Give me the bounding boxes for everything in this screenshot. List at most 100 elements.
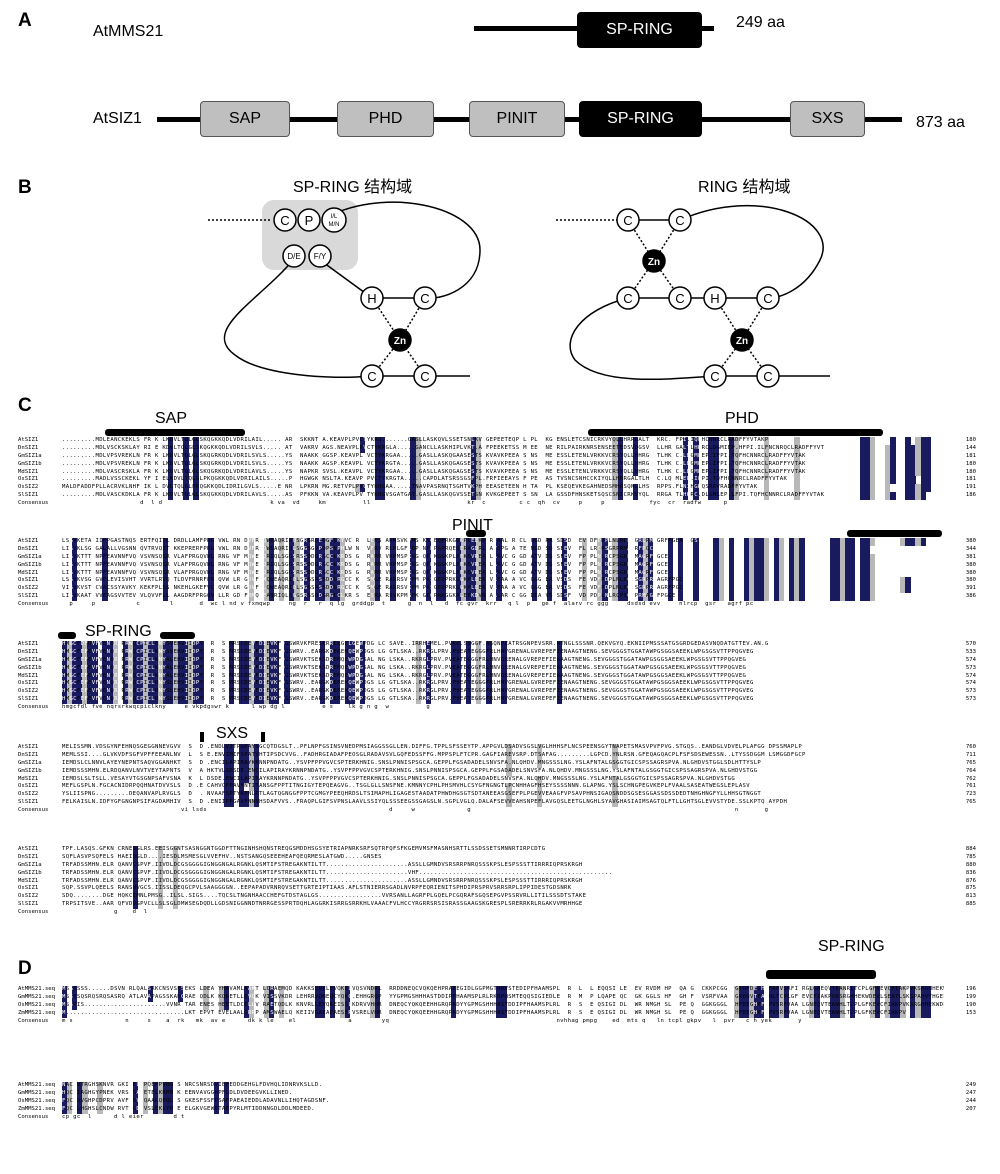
conservation-shade — [107, 648, 113, 657]
conservation-shade — [743, 593, 750, 602]
conservation-shade — [107, 664, 113, 673]
sxs-bar-label: SXS — [216, 725, 248, 743]
conservation-shade — [253, 656, 260, 665]
conservation-shade — [415, 452, 421, 461]
conservation-shade — [238, 656, 245, 665]
conservation-shade — [324, 593, 330, 602]
conservation-shade — [127, 656, 133, 665]
conservation-shade — [496, 993, 502, 1002]
conservation-shade — [258, 648, 265, 657]
conservation-shade — [188, 648, 194, 657]
conservation-shade — [728, 577, 734, 586]
spring-node-c2 — [413, 286, 437, 310]
conservation-shade — [466, 577, 472, 586]
conservation-shade — [415, 648, 421, 657]
conservation-shade — [410, 538, 416, 546]
conservation-shade — [799, 538, 805, 546]
conservation-shade — [466, 538, 472, 546]
conservation-shade — [147, 680, 154, 689]
conservation-shade — [859, 577, 866, 586]
conservation-shade — [859, 468, 866, 477]
conservation-shade — [339, 993, 346, 1002]
conservation-shade — [617, 492, 623, 501]
conservation-shade — [829, 1001, 835, 1010]
conservation-shade — [758, 553, 765, 562]
conservation-shade — [784, 986, 790, 994]
conservation-shade — [597, 569, 603, 578]
residue-count: 381 — [948, 554, 976, 562]
conservation-shade — [774, 585, 780, 594]
residue-count: 574 — [948, 657, 976, 665]
sequence-name: MdSIZ1 — [18, 570, 62, 578]
conservation-shade — [496, 538, 502, 546]
conservation-shade — [92, 688, 98, 697]
conservation-shade — [359, 664, 366, 673]
conservation-shade — [223, 1001, 229, 1010]
conservation-shade — [223, 767, 229, 776]
conservation-shade — [173, 672, 179, 681]
sequence-residues: MEMLSSI....GLVKVDFSGFVPFFEEANLNVPTLSDSDE… — [62, 751, 944, 760]
conservation-shade — [617, 437, 623, 445]
conservation-shade — [895, 1001, 901, 1010]
sequence-name: OsSIZ2 — [18, 791, 62, 799]
siz1-phd-domain: PHD — [337, 101, 434, 137]
sequence-residues: .........MDLVPSVREKLNYFRIKELKDVLTQLGLSKQ… — [62, 460, 944, 469]
conservation-shade — [279, 593, 285, 602]
conservation-shade — [269, 593, 275, 602]
conservation-shade — [460, 538, 467, 546]
conservation-shade — [264, 545, 270, 554]
conservation-shade — [67, 1097, 73, 1106]
conservation-shade — [794, 593, 800, 602]
conservation-shade — [779, 585, 785, 594]
conservation-shade — [359, 672, 366, 681]
conservation-shade — [173, 869, 179, 878]
conservation-shade — [763, 444, 770, 453]
conservation-shade — [112, 648, 118, 657]
conservation-shade — [319, 672, 325, 681]
conservation-shade — [612, 569, 618, 578]
spring-node-c1 — [273, 208, 297, 232]
conservation-shade — [642, 553, 649, 562]
conservation-shade — [466, 680, 472, 689]
conservation-shade — [829, 545, 835, 554]
conservation-shade — [243, 993, 250, 1002]
conservation-shade — [193, 641, 199, 649]
conservation-shade — [668, 538, 674, 546]
conservation-shade — [748, 561, 755, 570]
sequence-name: OsSIZ2 — [18, 893, 62, 901]
conservation-shade — [774, 1001, 780, 1010]
conservation-shade — [193, 672, 199, 681]
conservation-shade — [279, 561, 285, 570]
sequence-residues: .........MDLEANCKEKLSYFRIKELKDVLTQLGLSKQ… — [62, 437, 944, 445]
conservation-shade — [152, 696, 159, 705]
conservation-shade — [829, 569, 835, 578]
sequence-residues: cp gc l d l eier d t — [62, 1114, 944, 1122]
sequence-residues: TPF.LASQS.GFKNQCRNESGLRS.EEISGGNTSASNGGN… — [62, 846, 944, 854]
conservation-shade — [849, 538, 856, 546]
conservation-shade — [612, 593, 618, 602]
conservation-shade — [122, 672, 128, 681]
conservation-shade — [132, 861, 139, 870]
conservation-shade — [157, 696, 164, 705]
conservation-shade — [329, 993, 335, 1002]
conservation-shade — [87, 664, 93, 673]
conservation-shade — [72, 648, 78, 657]
conservation-shade — [163, 664, 169, 673]
conservation-shade — [774, 577, 780, 586]
conservation-shade — [253, 664, 260, 673]
sequence-residues: HMGCFEFEVFVENQRSRRWQCPICLKNYSVEHVIIDPYFN… — [62, 648, 944, 657]
conservation-shade — [334, 538, 341, 546]
sequence-residues: MEFLGSPLN.FGCACNIDRPQQHNATDVVSLSDSDE.ENC… — [62, 783, 944, 792]
conservation-shade — [859, 460, 866, 469]
conservation-shade — [501, 664, 507, 673]
conservation-shade — [864, 476, 871, 485]
conservation-shade — [718, 553, 724, 562]
conservation-shade — [839, 1001, 846, 1010]
conservation-shade — [622, 545, 628, 554]
conservation-shade — [612, 553, 618, 562]
sequence-row: OsSIZ1.........MADLVSSCKEKLAYFRIKELKDVLT… — [18, 476, 978, 485]
conservation-shade — [612, 460, 618, 469]
conservation-shade — [612, 538, 618, 546]
conservation-shade — [612, 437, 618, 445]
conservation-shade — [758, 1001, 765, 1010]
